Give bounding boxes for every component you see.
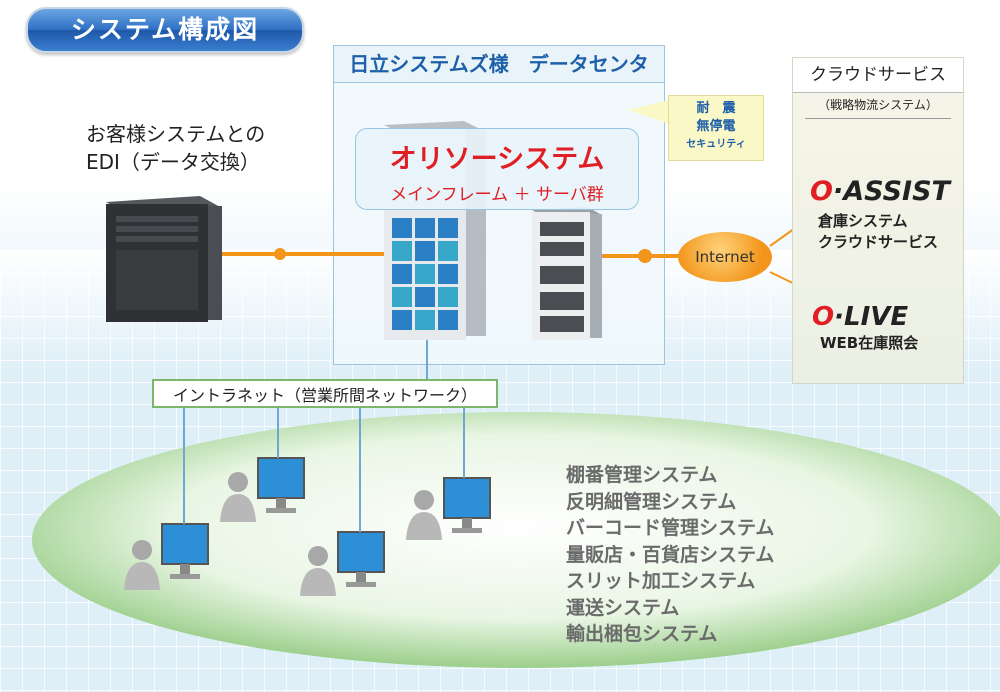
list-item: 反明細管理システム bbox=[566, 490, 737, 513]
datacenter-features-callout: 耐 震 無停電 セキュリティ bbox=[668, 95, 764, 161]
cloud-service-subtitle: （戦略物流システム） bbox=[818, 98, 938, 112]
page-title: システム構成図 bbox=[26, 7, 304, 53]
o-assist-line: 倉庫システム bbox=[818, 212, 908, 230]
cloud-divider bbox=[805, 118, 951, 119]
customer-label-line2: EDI（データ交換） bbox=[86, 150, 260, 174]
orisoh-system-label: オリソーシステム メインフレーム ＋ サーバ群 bbox=[355, 128, 639, 210]
internet-link-dot bbox=[638, 249, 652, 263]
o-live-name: LIVE bbox=[844, 302, 909, 332]
customer-label-line1: お客様システムとの bbox=[86, 122, 266, 146]
list-item: 棚番管理システム bbox=[566, 464, 718, 486]
list-item: 運送システム bbox=[566, 596, 680, 619]
client-pc-3 bbox=[300, 531, 385, 596]
cloud-service-panel: クラウドサービス （戦略物流システム） bbox=[792, 57, 964, 384]
orisoh-system-subtitle: メインフレーム ＋ サーバ群 bbox=[390, 185, 604, 205]
o-assist-name: ASSIST bbox=[843, 176, 950, 207]
client-pc-4 bbox=[406, 477, 491, 540]
customer-edi-label: お客様システムとの EDI（データ交換） bbox=[86, 120, 306, 176]
o-live-dot: · bbox=[834, 302, 844, 332]
edi-link-dot bbox=[274, 248, 286, 260]
customer-server-icon bbox=[106, 196, 222, 322]
list-item: バーコード管理システム bbox=[566, 517, 775, 539]
list-item: 輸出梱包システム bbox=[566, 623, 718, 645]
system-list: 棚番管理システム 反明細管理システム バーコード管理システム 量販店・百貨店シス… bbox=[566, 462, 774, 648]
intranet-drop-lines bbox=[183, 408, 465, 532]
callout-line: 耐 震 bbox=[696, 101, 736, 116]
server-rack-icon bbox=[532, 207, 602, 340]
callout-line: 無停電 bbox=[696, 119, 736, 134]
o-assist-prefix: O bbox=[810, 176, 833, 207]
o-assist-line: クラウドサービス bbox=[818, 233, 939, 251]
callout-line: セキュリティ bbox=[686, 139, 746, 150]
o-live-description: WEB在庫照会 bbox=[820, 334, 919, 352]
datacenter-header: 日立システムズ様 データセンタ bbox=[334, 46, 664, 83]
o-assist-logo: O·ASSIST bbox=[810, 176, 950, 207]
intranet-label: イントラネット（営業所間ネットワーク） bbox=[152, 379, 498, 408]
callout-tail bbox=[628, 100, 670, 124]
internet-node: Internet bbox=[678, 232, 772, 282]
list-item: スリット加工システム bbox=[566, 570, 756, 592]
o-live-logo: O·LIVE bbox=[812, 302, 908, 332]
o-assist-dot: · bbox=[832, 176, 844, 207]
client-pc-2 bbox=[220, 457, 305, 522]
cloud-service-title: クラウドサービス bbox=[793, 58, 963, 93]
o-assist-description: 倉庫システム クラウドサービス bbox=[818, 211, 938, 253]
o-live-prefix: O bbox=[812, 302, 835, 332]
orisoh-system-title: オリソーシステム bbox=[389, 144, 605, 175]
client-pc-1 bbox=[124, 523, 209, 590]
list-item: 量販店・百貨店システム bbox=[566, 543, 775, 566]
